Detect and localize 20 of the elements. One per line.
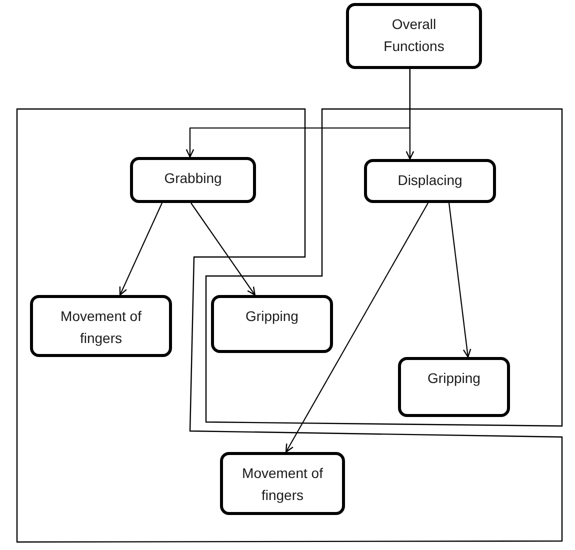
node-label: Overall Functions bbox=[382, 15, 446, 56]
arrow bbox=[406, 69, 414, 160]
node-label: Grabbing bbox=[164, 169, 222, 188]
process-box bbox=[346, 3, 482, 69]
arrow bbox=[119, 202, 162, 296]
node-label: Gripping bbox=[428, 369, 480, 388]
arrow bbox=[190, 202, 256, 296]
process-box bbox=[130, 157, 256, 203]
node-label: Movement of fingers bbox=[241, 464, 324, 505]
node-label: Displacing bbox=[398, 171, 462, 190]
process-box bbox=[364, 159, 496, 203]
arrow bbox=[285, 202, 428, 453]
arrow bbox=[448, 202, 472, 358]
process-box bbox=[30, 295, 172, 357]
process-box bbox=[398, 357, 510, 417]
node-label: Gripping bbox=[246, 307, 298, 326]
group-outline bbox=[16, 108, 564, 544]
process-box bbox=[211, 295, 333, 353]
node-label: Movement of fingers bbox=[60, 307, 142, 348]
process-box bbox=[220, 452, 345, 515]
